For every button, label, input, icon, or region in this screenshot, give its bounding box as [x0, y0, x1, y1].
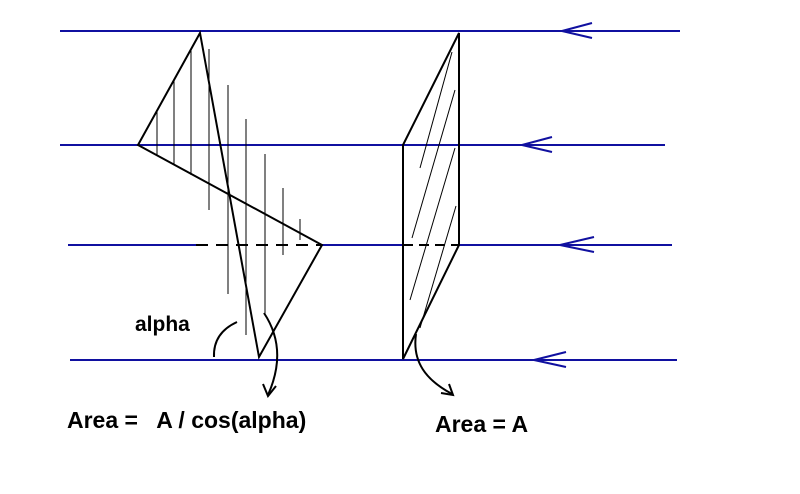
arrowhead-2-icon [521, 136, 553, 153]
tilted-area-pointer [263, 312, 279, 396]
arrowhead-1-icon [561, 22, 593, 39]
tilted-surface-hatching [156, 49, 301, 335]
flat-surface-outline [402, 32, 460, 360]
annotation-curves [212, 312, 455, 398]
tilted-area-pointer-head-icon [262, 383, 277, 398]
alpha-label: alpha [135, 313, 190, 336]
tilted-surface [136, 30, 324, 360]
field-lines [60, 30, 680, 361]
arrowhead-3-icon [559, 236, 595, 253]
arrowhead-4-icon [533, 351, 567, 368]
alpha-angle-arc [212, 321, 238, 358]
flat-area-pointer-head-icon [440, 383, 455, 397]
flat-surface-hatching [409, 51, 457, 329]
flat-surface [402, 32, 460, 360]
flat-area-pointer [414, 333, 453, 395]
field-arrowheads [521, 22, 595, 368]
tilted-area-label: Area = A / cos(alpha) [67, 407, 307, 433]
flat-area-label: Area = A [435, 411, 529, 437]
tilted-surface-outline [136, 30, 324, 360]
